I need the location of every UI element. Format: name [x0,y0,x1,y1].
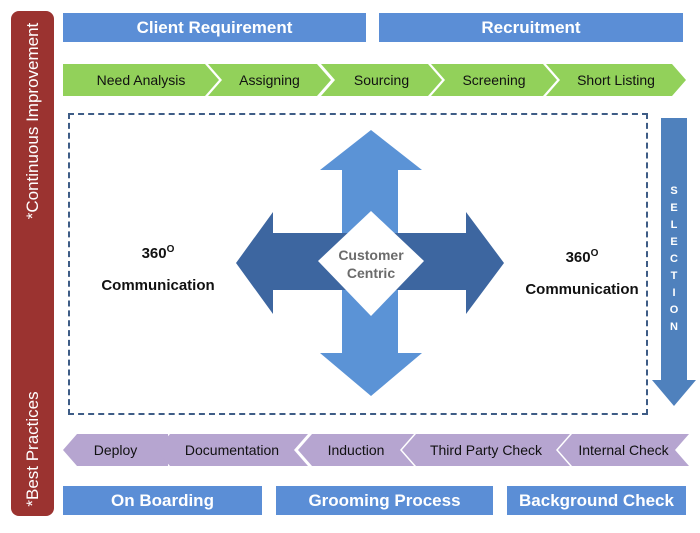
step-label: Assigning [239,72,300,88]
step-documentation: Documentation [156,434,308,466]
background-check-footer: Background Check [507,486,686,515]
step-label: Short Listing [577,72,655,88]
client-requirement-header: Client Requirement [63,13,366,42]
arrow-right [390,212,504,314]
communication-frame [68,113,648,415]
selection-arrow-head [652,380,696,406]
step-assigning: Assigning [208,64,331,96]
arrow-down [320,285,422,396]
communication-right-label: Communication [525,281,639,298]
step-label: Induction [327,442,385,458]
communication-left-number: 360O [141,244,175,262]
customer-centric-hub [318,211,424,316]
customer-centric-label: Customer Centric [326,246,416,282]
arrow-up [320,130,422,238]
step-label: Sourcing [353,72,410,88]
on-boarding-footer: On Boarding [63,486,262,515]
step-short-listing: Short Listing [546,64,686,96]
step-label: Need Analysis [96,72,186,88]
selection-label: S E L E C T I O N [669,185,679,333]
step-internal-check: Internal Check [558,434,689,466]
sidebar-band: *Continuous Improvement *Best Practices [11,11,54,516]
step-induction: Induction [298,434,414,466]
grooming-process-footer: Grooming Process [276,486,493,515]
step-label: Deploy [93,442,138,458]
step-label: Third Party Check [429,442,543,458]
arrow-left [236,212,352,314]
selection-arrow-shaft [661,118,687,380]
communication-left: 360O Communication [88,234,228,302]
step-third-party-check: Third Party Check [402,434,570,466]
step-deploy: Deploy [63,434,168,466]
hub-line-1: Customer [338,247,404,263]
communication-right: 360O Communication [512,238,652,306]
best-practices-label: *Best Practices [22,390,42,507]
recruitment-header: Recruitment [379,13,683,42]
step-label: Screening [462,72,526,88]
step-screening: Screening [431,64,557,96]
communication-right-number: 360O [565,248,599,266]
four-way-arrow [236,130,504,396]
continuous-improvement-label-wrap: *Continuous Improvement [11,11,54,231]
step-label: Documentation [184,442,280,458]
step-sourcing: Sourcing [321,64,442,96]
step-need-analysis: Need Analysis [63,64,219,96]
communication-left-label: Communication [101,277,215,294]
best-practices-label-wrap: *Best Practices [11,381,54,516]
step-label: Internal Check [578,442,669,458]
hub-line-2: Centric [346,265,396,281]
continuous-improvement-label: *Continuous Improvement [22,22,42,220]
